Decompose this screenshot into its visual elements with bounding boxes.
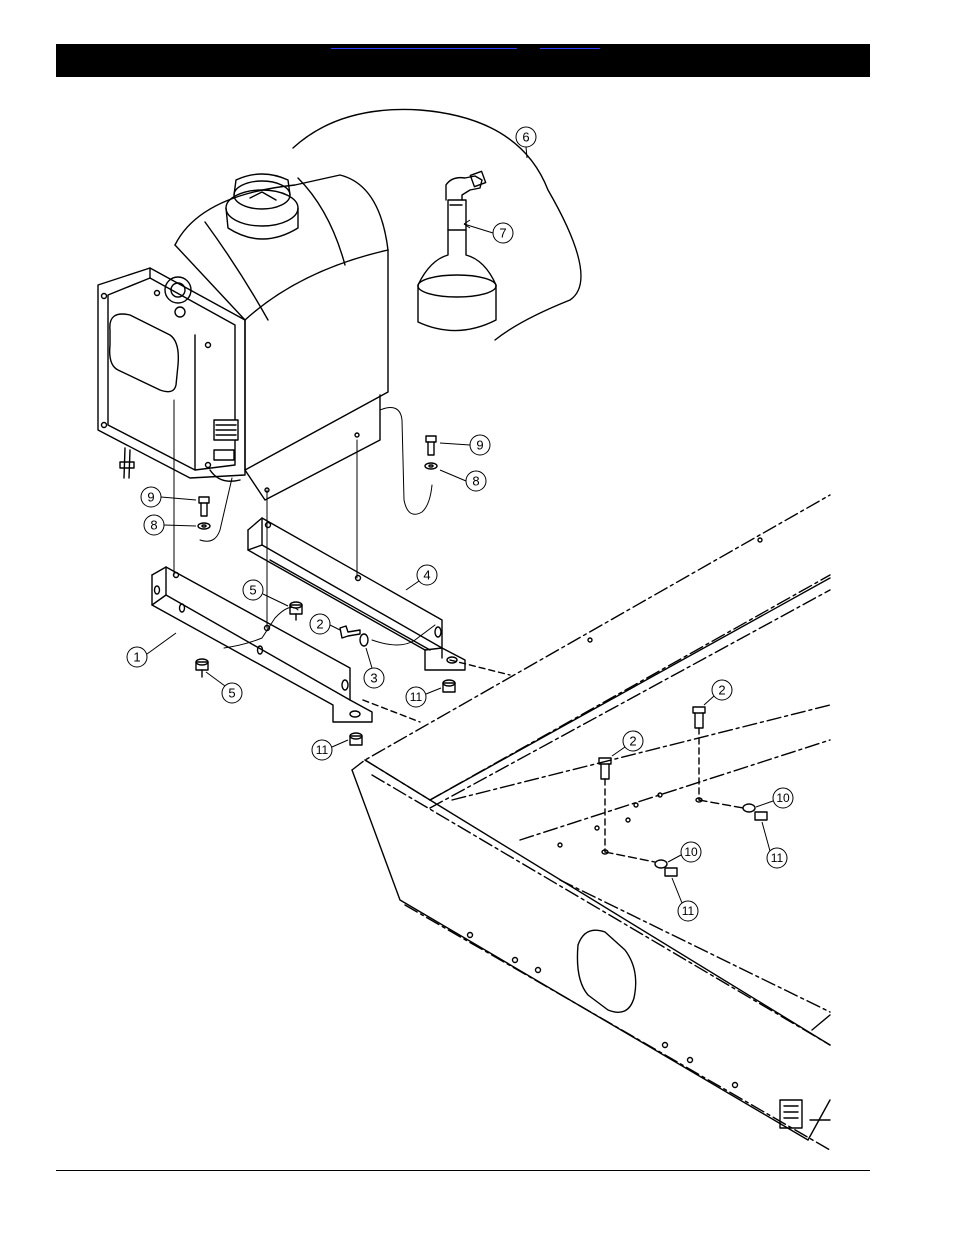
footer-rule: [56, 1170, 870, 1171]
callout-7: 7: [499, 226, 506, 241]
hose-funnel: [293, 109, 581, 340]
callout-8-lower: 8: [150, 518, 157, 533]
frame-hardware: [363, 660, 767, 876]
callout-3: 3: [370, 671, 377, 686]
callout-8-upper: 8: [472, 474, 479, 489]
callout-11-left: 11: [682, 904, 695, 918]
callout-2-frame-left: 2: [629, 734, 636, 749]
callout-5-lower: 5: [228, 686, 235, 701]
callout-2-bracket: 2: [316, 617, 323, 632]
callout-9-lower: 9: [147, 490, 154, 505]
callout-9-upper: 9: [476, 438, 483, 453]
callout-11-right: 11: [771, 851, 784, 865]
tank-assembly: [98, 174, 388, 500]
callout-10-right: 10: [776, 791, 790, 805]
callout-1: 1: [133, 650, 140, 665]
callout-10-left: 10: [684, 845, 698, 859]
frame: [352, 495, 830, 1150]
callout-5-upper: 5: [249, 583, 256, 598]
callout-6: 6: [522, 130, 529, 145]
bracket-1: [152, 567, 372, 722]
callout-11-bracket1: 11: [316, 743, 329, 757]
callout-2-frame-right: 2: [718, 683, 725, 698]
callout-11-bracket4: 11: [410, 690, 423, 704]
callout-4: 4: [423, 568, 430, 583]
